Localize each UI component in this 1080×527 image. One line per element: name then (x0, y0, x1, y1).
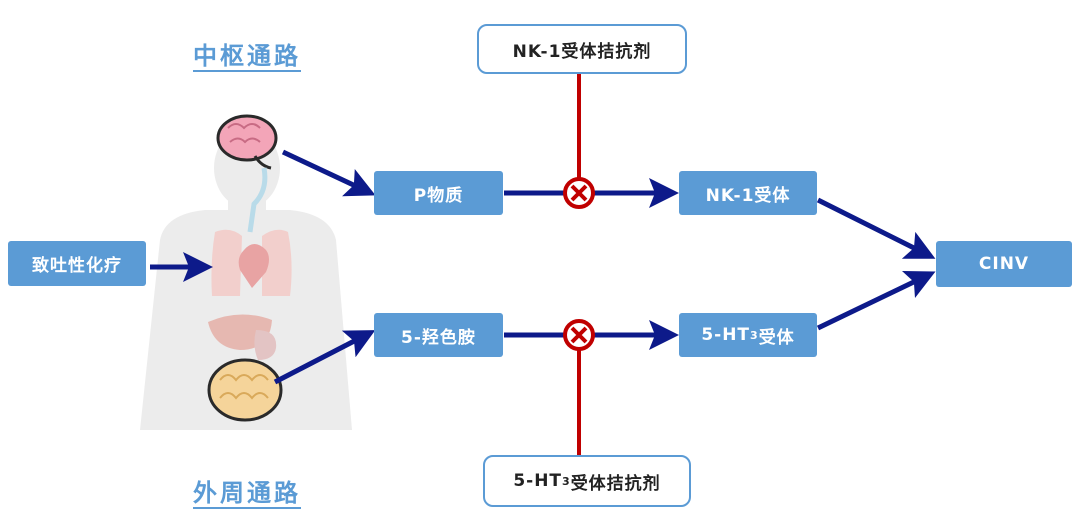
ht3-receptor-prefix: 5-HT (701, 325, 751, 345)
cinv-node: CINV (936, 241, 1072, 287)
chemo-node: 致吐性化疗 (8, 241, 146, 286)
arrow-nk1-to-cinv (816, 197, 936, 259)
inhibit-x-icon (563, 319, 595, 351)
ht3-antagonist-suffix: 受体拮抗剂 (570, 473, 661, 494)
arrow-brain-to-substance-p (281, 149, 376, 197)
nk1-antagonist-box: NK-1受体拮抗剂 (477, 24, 687, 74)
ht3-receptor-suffix: 受体 (758, 327, 795, 348)
substance-p-node: P物质 (374, 171, 503, 215)
intestine-icon (207, 358, 283, 422)
ht3-antagonist-prefix: 5-HT (513, 471, 563, 491)
ht3-receptor-subscript: 3 (750, 328, 759, 342)
arrow-ht3-to-cinv (816, 270, 936, 331)
arrow-intestine-to-serotonin (273, 330, 376, 385)
arrows (150, 149, 936, 385)
nk1-receptor-node: NK-1受体 (679, 171, 817, 215)
central-path-label: 中枢通路 (193, 42, 301, 70)
airway-icon (247, 167, 268, 233)
inhibit-x-icon (563, 177, 595, 209)
ht3-antagonist-subscript: 3 (562, 474, 571, 488)
lungs-icon (211, 229, 292, 296)
stomach-icon (254, 330, 277, 360)
serotonin-node: 5-羟色胺 (374, 313, 503, 357)
heart-icon (238, 244, 269, 288)
brain-icon (216, 114, 278, 170)
peripheral-path-label: 外周通路 (193, 479, 301, 507)
